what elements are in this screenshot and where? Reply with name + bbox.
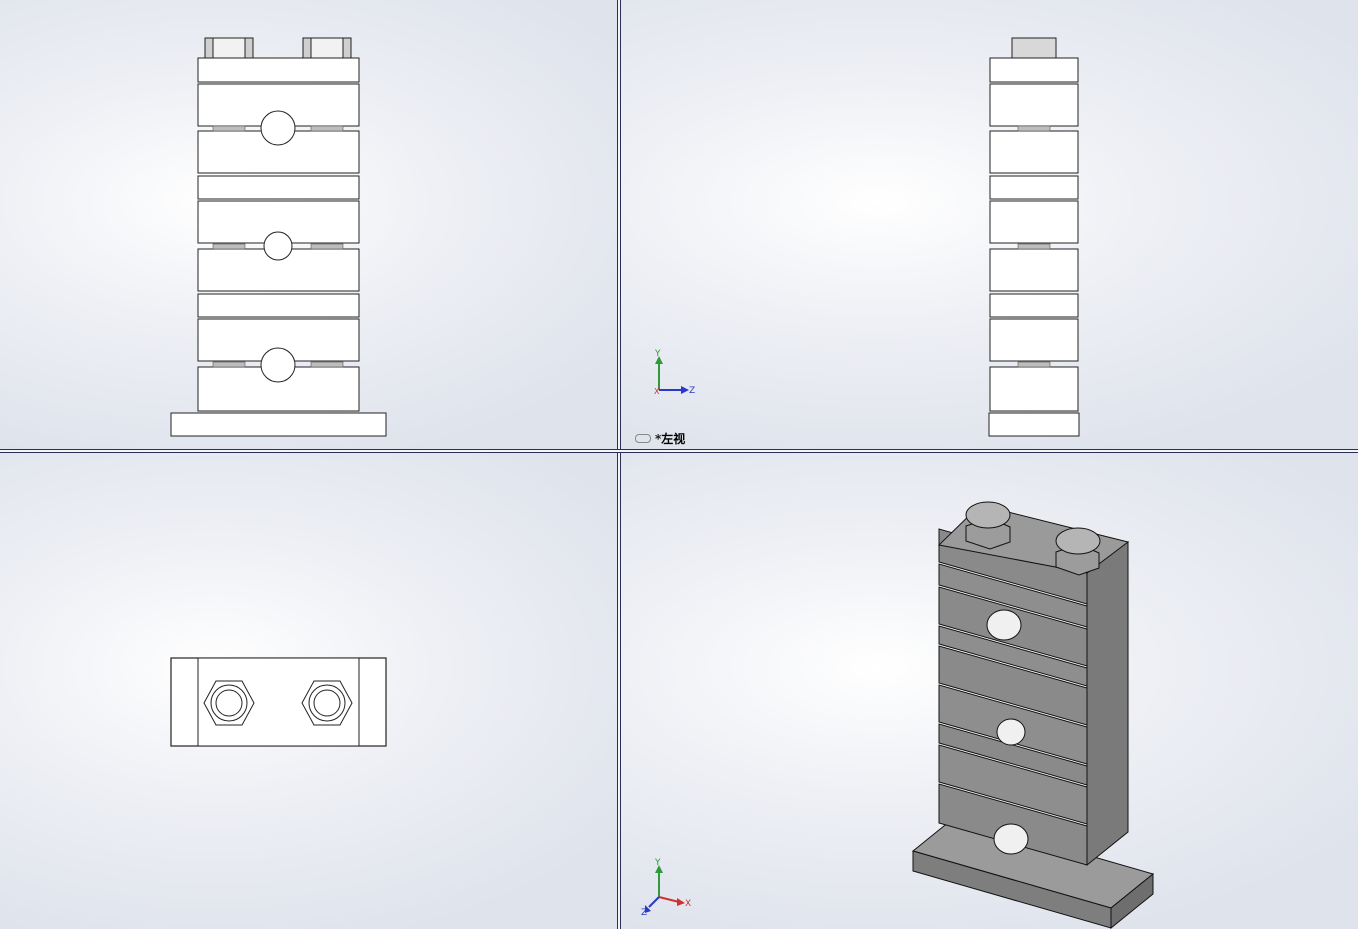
isometric-view-model: Y Z X bbox=[641, 501, 1155, 929]
isometric-viewport[interactable]: Y Z X bbox=[621, 453, 1358, 929]
coordinate-triad bbox=[655, 356, 689, 394]
axis-z-label: Z bbox=[689, 386, 695, 396]
left-view-model: Y Z X bbox=[654, 37, 1080, 437]
iso-axis-x-label: X bbox=[685, 899, 691, 909]
front-viewport[interactable] bbox=[0, 0, 617, 449]
front-view-model bbox=[170, 37, 387, 437]
iso-axis-y-label: Y bbox=[654, 858, 661, 868]
link-views-icon[interactable] bbox=[635, 434, 651, 443]
viewport-splitter-vertical[interactable] bbox=[617, 0, 621, 929]
axis-y-label: Y bbox=[654, 349, 661, 359]
top-view-model bbox=[170, 657, 387, 747]
left-viewport[interactable]: Y Z X *左视 bbox=[621, 0, 1358, 449]
view-orientation-label: *左视 bbox=[635, 430, 685, 447]
coordinate-triad-iso bbox=[645, 865, 685, 913]
iso-axis-z-label: Z bbox=[641, 908, 647, 918]
viewport-splitter-horizontal[interactable] bbox=[0, 449, 1358, 453]
top-viewport[interactable] bbox=[0, 453, 617, 929]
axis-x-label: X bbox=[654, 387, 660, 396]
